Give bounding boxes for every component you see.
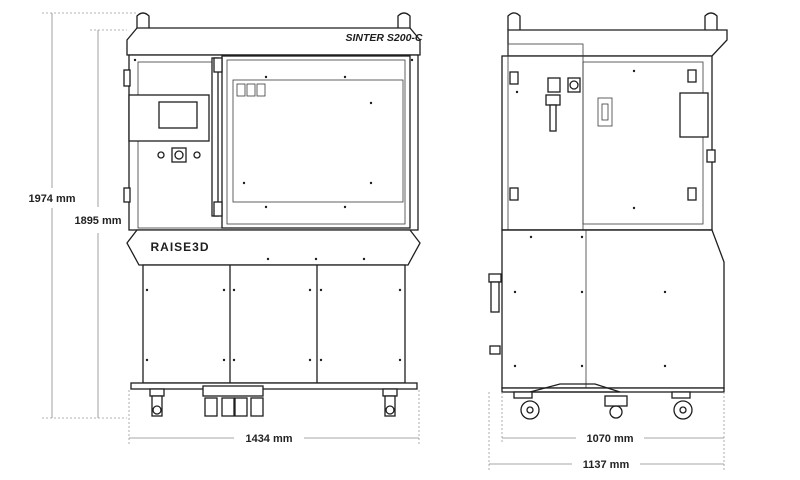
front-base-plate bbox=[130, 382, 418, 390]
front-side-handle-bottom bbox=[123, 187, 131, 203]
side-handle bbox=[597, 97, 613, 127]
front-width-label: 1434 mm bbox=[245, 433, 292, 445]
door-block-3 bbox=[256, 83, 266, 97]
side-lift-eye-left bbox=[507, 12, 521, 30]
touchscreen bbox=[158, 101, 198, 129]
front-door bbox=[221, 55, 411, 229]
side-cart-frame bbox=[529, 383, 621, 393]
front-lower-cabinet bbox=[142, 264, 406, 384]
side-caster-left bbox=[513, 391, 540, 420]
front-door-inner bbox=[226, 59, 406, 225]
front-brand-band bbox=[126, 229, 421, 266]
front-rivets bbox=[133, 58, 414, 362]
side-handle-grip bbox=[601, 103, 609, 121]
front-view: SINTER S200-C RAISE3D bbox=[123, 12, 423, 417]
side-vent-housing bbox=[679, 92, 709, 138]
side-panel bbox=[582, 61, 704, 225]
hinge-1 bbox=[509, 71, 519, 85]
hinge-3 bbox=[687, 69, 697, 83]
front-top-cap bbox=[126, 27, 421, 56]
front-dimensions: 1974 mm 1895 mm 1434 mm bbox=[28, 12, 420, 445]
side-caster-right bbox=[671, 391, 693, 420]
side-top-cap bbox=[507, 29, 728, 57]
regulator-fitting bbox=[489, 345, 501, 355]
hinge-2 bbox=[509, 187, 519, 201]
front-caster-left bbox=[149, 388, 165, 417]
side-depth-label: 1070 mm bbox=[586, 433, 633, 445]
door-handle-top-bracket bbox=[213, 57, 223, 73]
regulator-body bbox=[490, 281, 500, 313]
door-handle-bottom-bracket bbox=[213, 201, 223, 217]
regulator-top bbox=[488, 273, 502, 283]
front-side-handle-top bbox=[123, 69, 131, 87]
side-view bbox=[488, 12, 728, 420]
power-switch-housing bbox=[171, 147, 187, 163]
front-lift-eye-left bbox=[136, 12, 150, 28]
side-upper-body bbox=[501, 55, 713, 231]
side-cart-wheel bbox=[604, 395, 628, 419]
brand-label: RAISE3D bbox=[150, 240, 209, 254]
indicator-button-right bbox=[193, 151, 201, 159]
door-block-1 bbox=[236, 83, 246, 97]
overall-height-label: 1974 mm bbox=[28, 193, 75, 205]
front-caster-right bbox=[382, 388, 398, 417]
side-dimensions: 1070 mm 1137 mm bbox=[488, 392, 725, 471]
door-handle bbox=[211, 57, 219, 217]
side-latch bbox=[706, 149, 716, 163]
front-cart bbox=[202, 385, 264, 417]
cabinet-height-label: 1895 mm bbox=[74, 215, 121, 227]
overall-depth-label: 1137 mm bbox=[583, 459, 630, 471]
flowmeter-tube bbox=[549, 104, 557, 132]
hinge-4 bbox=[687, 187, 697, 201]
indicator-button-left bbox=[157, 151, 165, 159]
side-lower-body bbox=[501, 229, 725, 389]
door-block-2 bbox=[246, 83, 256, 97]
side-breaker bbox=[547, 77, 561, 93]
side-switch-knob bbox=[569, 80, 579, 90]
power-switch bbox=[174, 150, 184, 160]
flowmeter-head bbox=[545, 94, 561, 106]
side-rivets bbox=[513, 69, 667, 368]
front-lift-eye-right bbox=[397, 12, 411, 28]
front-door-window bbox=[232, 79, 404, 203]
side-lift-eye-right bbox=[704, 12, 718, 30]
model-label: SINTER S200-C bbox=[345, 32, 422, 44]
